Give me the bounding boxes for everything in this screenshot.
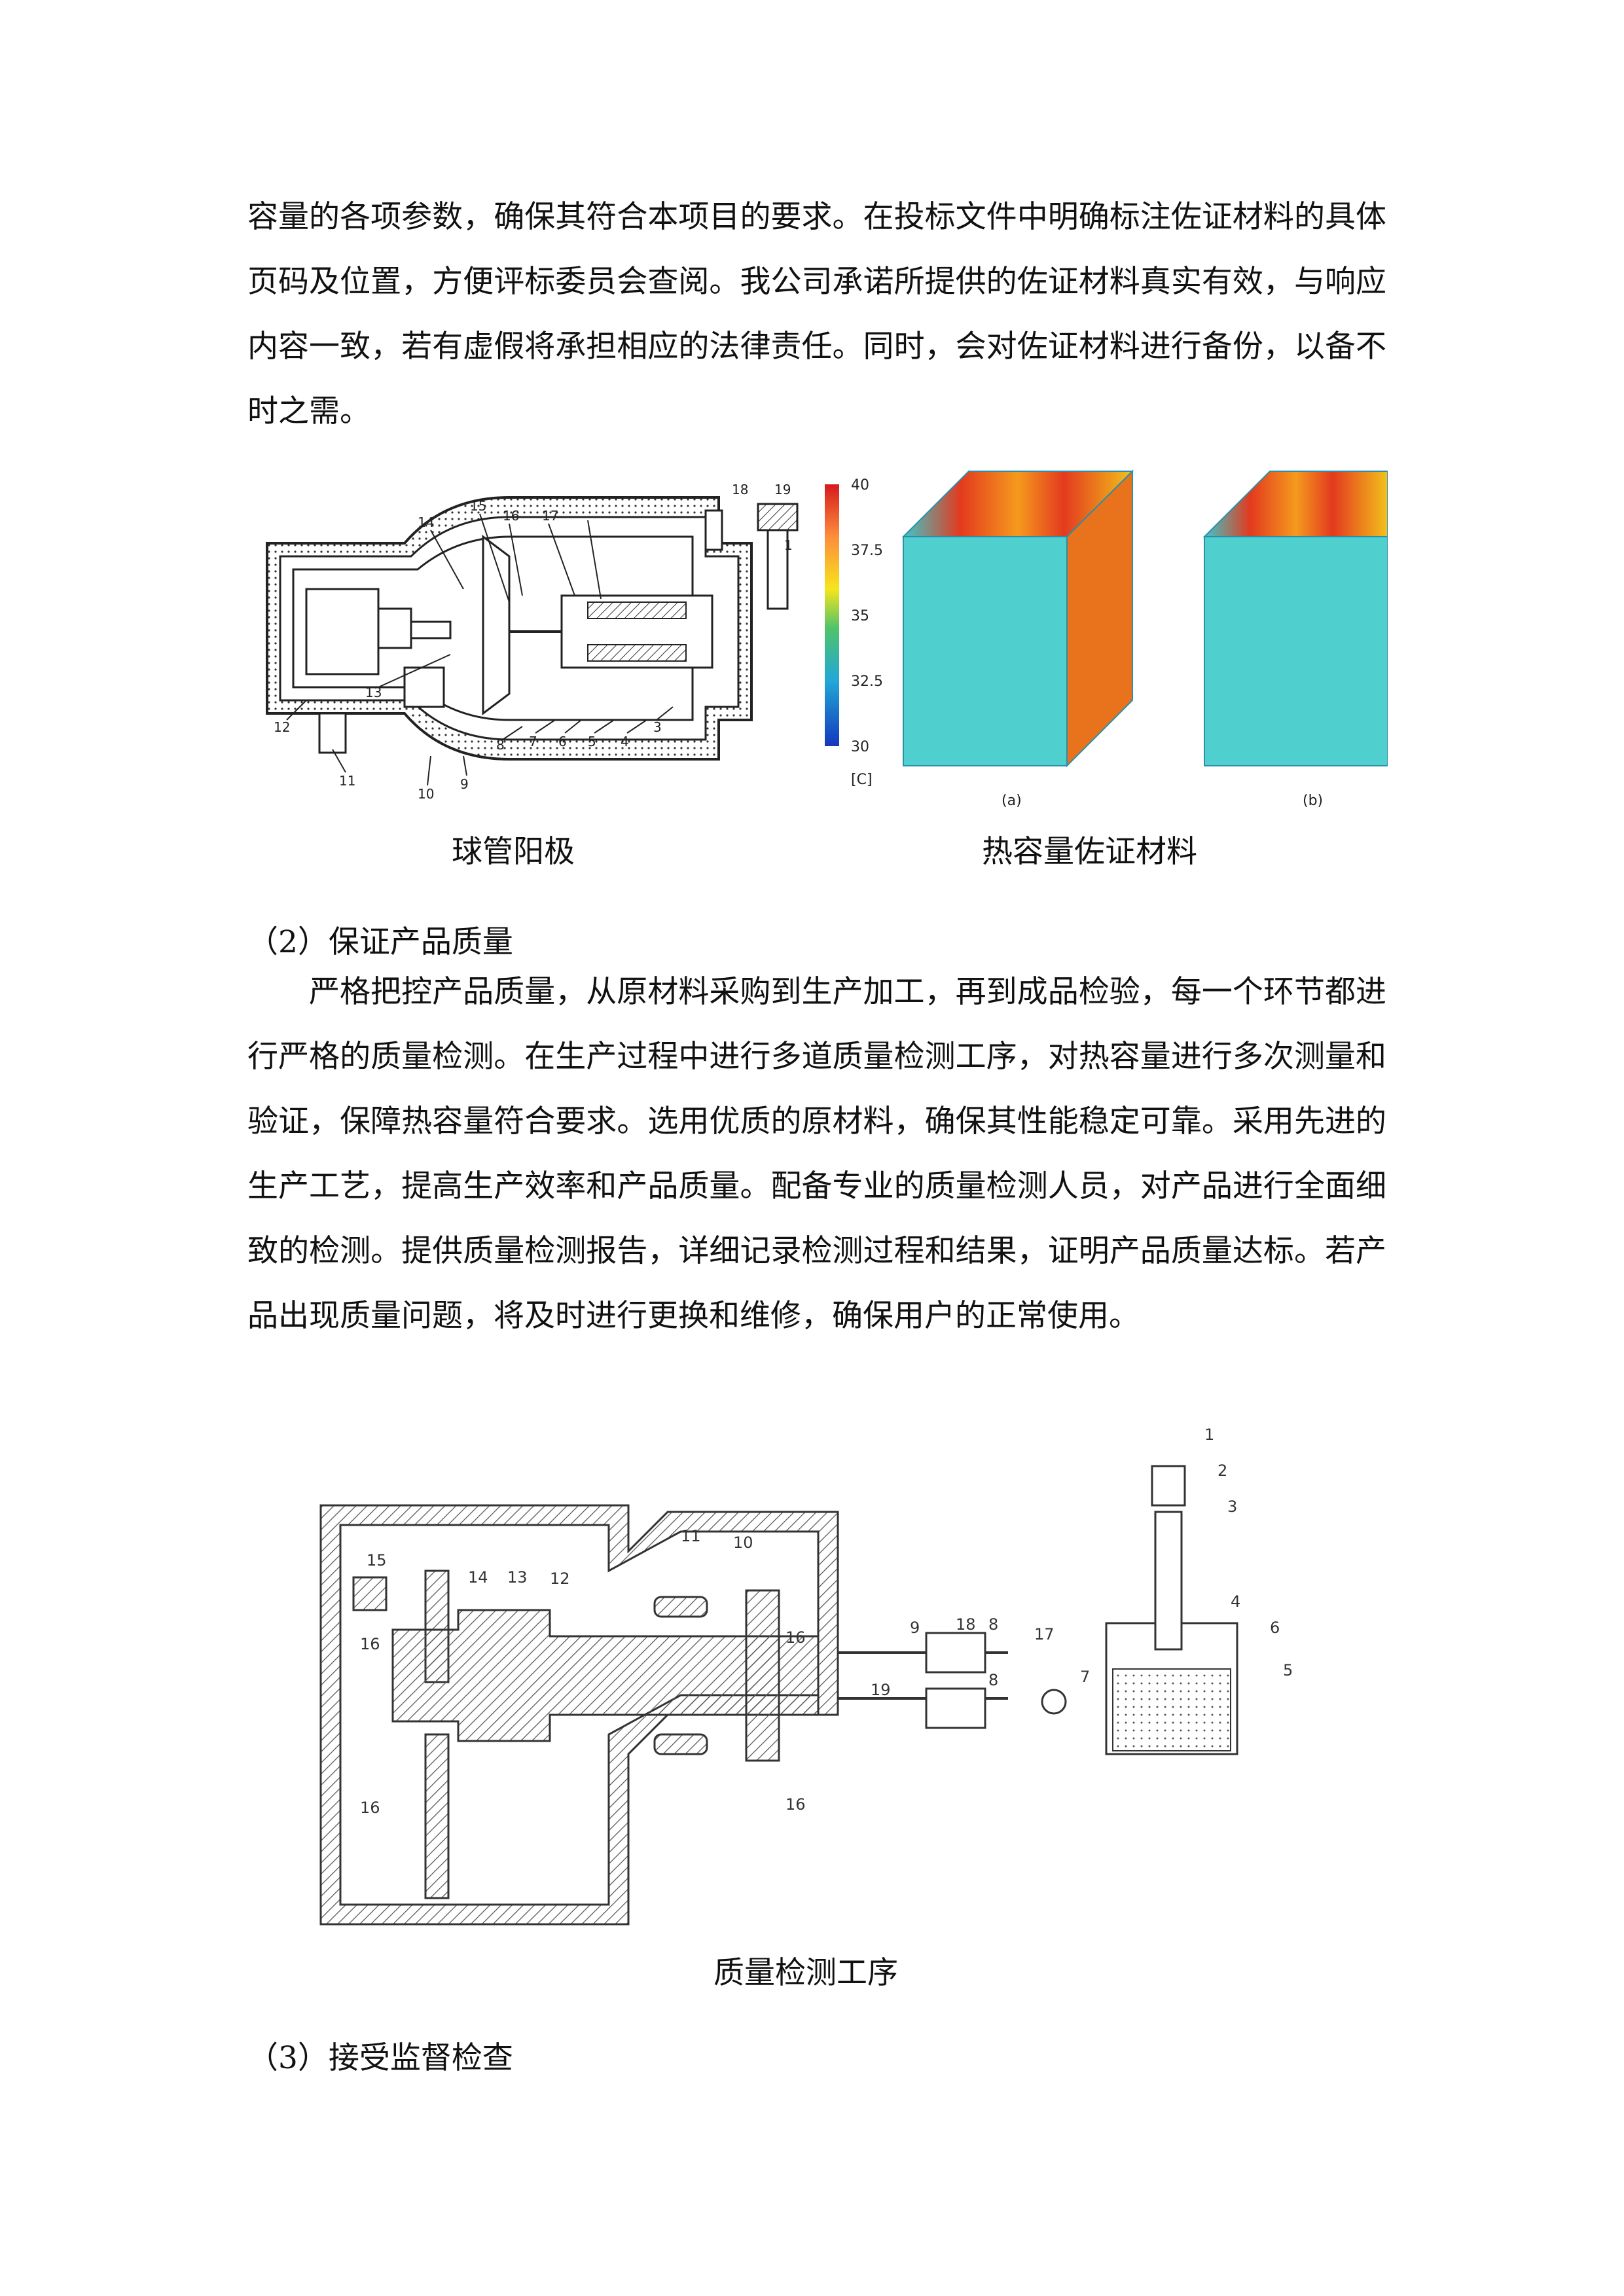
- svg-text:12: 12: [550, 1570, 570, 1588]
- scale-tick: 40: [851, 477, 869, 493]
- panel-a: (a): [901, 469, 1134, 809]
- svg-text:17: 17: [542, 508, 558, 524]
- svg-text:10: 10: [418, 786, 434, 802]
- svg-text:19: 19: [774, 482, 791, 497]
- panel-label-b: (b): [1303, 793, 1323, 809]
- section2-paragraph: 严格把控产品质量，从原材料采购到生产加工，再到成品检验，每一个环节都进行严格的质…: [247, 974, 1386, 1334]
- section3-heading: （3）接受监督检查: [247, 2040, 513, 2076]
- svg-text:2: 2: [1218, 1462, 1227, 1480]
- svg-text:8: 8: [988, 1615, 998, 1634]
- svg-text:7: 7: [529, 734, 537, 749]
- svg-text:7: 7: [1080, 1668, 1090, 1686]
- scale-tick: 35: [851, 608, 869, 624]
- svg-text:13: 13: [365, 685, 382, 700]
- svg-text:10: 10: [733, 1534, 753, 1552]
- svg-text:16: 16: [785, 1628, 806, 1647]
- svg-text:17: 17: [1034, 1625, 1055, 1643]
- svg-text:6: 6: [1270, 1619, 1280, 1637]
- intro-paragraph: 容量的各项参数，确保其符合本项目的要求。在投标文件中明确标注佐证材料的具体页码及…: [247, 199, 1386, 429]
- svg-text:15: 15: [470, 498, 486, 514]
- panel-b: (b): [1202, 471, 1388, 809]
- scale-tick: 37.5: [851, 543, 883, 559]
- scale-tick: 32.5: [851, 673, 883, 690]
- thermal-simulation-panels: (a) (b): [901, 469, 1388, 809]
- svg-text:16: 16: [360, 1635, 380, 1653]
- xray-tube-diagram: 12 11 10 9 8 7 6 5 4 3 1 15 16 17 18 19 14 13: [266, 482, 799, 802]
- svg-text:12: 12: [274, 719, 290, 735]
- svg-text:4: 4: [621, 734, 629, 749]
- svg-text:4: 4: [1231, 1592, 1240, 1611]
- svg-text:1: 1: [784, 537, 793, 553]
- svg-text:9: 9: [910, 1619, 920, 1637]
- svg-text:18: 18: [956, 1615, 976, 1634]
- svg-text:5: 5: [588, 734, 596, 749]
- svg-text:18: 18: [732, 482, 748, 497]
- svg-text:13: 13: [507, 1568, 528, 1587]
- svg-text:1: 1: [1204, 1426, 1214, 1444]
- svg-text:9: 9: [460, 776, 469, 792]
- scale-tick: 30: [851, 739, 869, 755]
- svg-text:16: 16: [503, 508, 519, 524]
- svg-text:5: 5: [1283, 1661, 1293, 1679]
- svg-text:11: 11: [339, 773, 355, 789]
- svg-text:19: 19: [871, 1681, 891, 1699]
- svg-text:6: 6: [558, 734, 567, 749]
- svg-text:14: 14: [468, 1568, 488, 1587]
- figure2-caption: 质量检测工序: [713, 1955, 898, 1991]
- figure1-caption-right: 热容量佐证材料: [982, 834, 1197, 870]
- svg-text:16: 16: [360, 1799, 380, 1817]
- svg-text:8: 8: [988, 1671, 998, 1689]
- figure1-caption-left: 球管阳极: [452, 834, 575, 870]
- svg-text:15: 15: [367, 1551, 387, 1570]
- svg-text:14: 14: [418, 514, 434, 530]
- scale-unit: [C]: [851, 772, 873, 788]
- section2-heading: （2）保证产品质量: [247, 924, 513, 960]
- svg-text:8: 8: [496, 737, 505, 753]
- svg-text:11: 11: [681, 1527, 701, 1545]
- svg-text:3: 3: [653, 719, 662, 735]
- svg-text:16: 16: [785, 1795, 806, 1814]
- temperature-color-scale: 40 37.5 35 32.5 30 [C]: [825, 477, 883, 788]
- svg-text:3: 3: [1227, 1498, 1237, 1516]
- panel-label-a: (a): [1001, 793, 1022, 809]
